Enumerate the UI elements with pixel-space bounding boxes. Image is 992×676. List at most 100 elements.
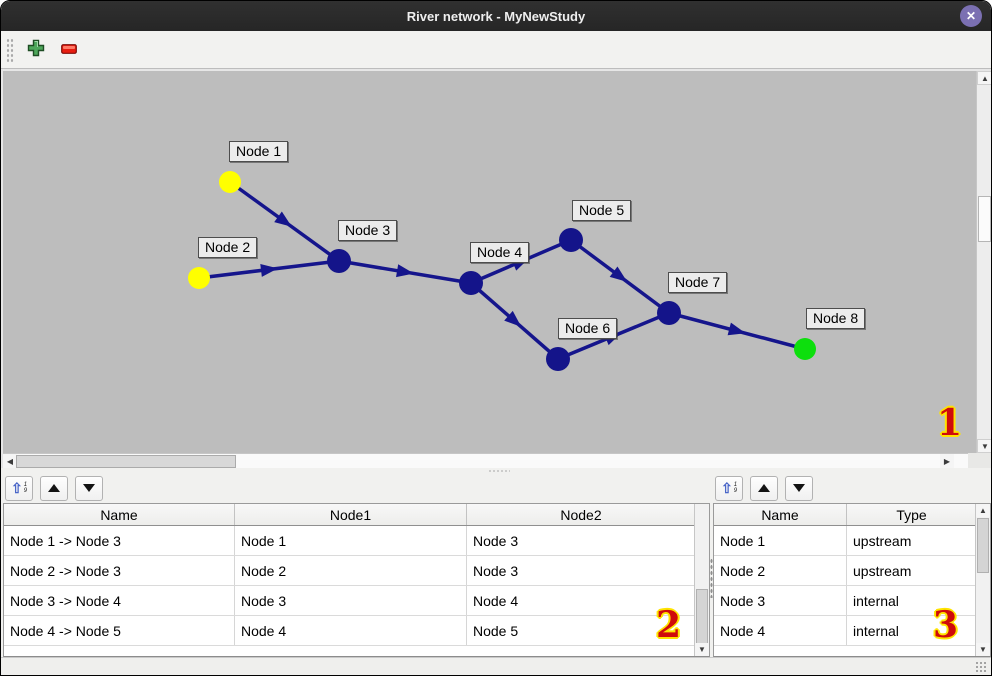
node-name-cell[interactable]: Node 2 [714,556,847,585]
flow-direction-arrow-icon [396,264,414,278]
graph-node-node-2[interactable] [188,267,210,289]
vertical-splitter[interactable] [710,473,713,657]
remove-branch-button[interactable] [56,37,82,63]
flow-direction-arrow-icon [260,264,278,277]
branches-table-scrollbar[interactable]: ▼ [694,504,709,656]
node-type-cell[interactable]: upstream [847,556,977,585]
add-branch-button[interactable] [23,37,49,63]
move-up-button[interactable] [40,475,68,501]
minus-icon [61,42,77,57]
node-label-node-5[interactable]: Node 5 [572,200,632,221]
header-node2[interactable]: Node2 [467,504,696,525]
scroll-up-icon[interactable]: ▲ [977,71,991,85]
node-label-node-8[interactable]: Node 8 [806,308,866,329]
scroll-right-icon[interactable]: ▶ [940,454,954,469]
move-down-button[interactable] [75,475,103,501]
table-row[interactable]: Node 1 upstream [714,526,990,556]
branch-node1-cell[interactable]: Node 1 [235,526,467,555]
node-label-node-3[interactable]: Node 3 [338,220,398,241]
graph-node-node-6[interactable] [546,347,570,371]
close-button[interactable]: ✕ [960,5,982,27]
canvas-hscroll-thumb[interactable] [16,455,236,468]
plus-icon [27,39,45,60]
header-name[interactable]: Name [4,504,235,525]
scroll-down-icon[interactable]: ▼ [976,643,990,656]
header-type[interactable]: Type [847,504,977,525]
branches-scroll-thumb[interactable] [696,589,708,644]
branch-node2-cell[interactable]: Node 4 [467,586,696,615]
nodes-table-scrollbar[interactable]: ▲ ▼ [975,504,990,656]
main-toolbar [1,31,991,69]
graph-node-node-1[interactable] [219,171,241,193]
river-network-canvas[interactable]: Node 1 Node 2 Node 3 Node 4 Node 5 Node 6 Node… [3,71,976,453]
canvas-horizontal-scrollbar[interactable]: ◀ ▶ [3,453,968,469]
table-row[interactable]: Node 3 internal [714,586,990,616]
graph-node-node-8[interactable] [794,338,816,360]
canvas-area: Node 1 Node 2 Node 3 Node 4 Node 5 Node 6 Node… [1,69,991,469]
nodes-table-header: Name Type [714,504,990,526]
branch-name-cell[interactable]: Node 2 -> Node 3 [4,556,235,585]
node-label-node-2[interactable]: Node 2 [198,237,258,258]
table-row[interactable]: Node 2 -> Node 3 Node 2 Node 3 [4,556,709,586]
flow-direction-arrow-icon [727,322,746,336]
toolbar-drag-handle[interactable] [6,37,14,62]
up-arrow-icon [758,484,770,492]
scroll-left-icon[interactable]: ◀ [3,454,17,469]
header-name[interactable]: Name [714,504,847,525]
table-row[interactable]: Node 4 -> Node 5 Node 4 Node 5 [4,616,709,646]
graph-node-node-4[interactable] [459,271,483,295]
horizontal-splitter[interactable] [1,468,991,474]
close-icon: ✕ [965,9,977,23]
table-row[interactable]: Node 2 upstream [714,556,990,586]
node-name-cell[interactable]: Node 1 [714,526,847,555]
node-type-cell[interactable]: internal [847,586,977,615]
branch-node1-cell[interactable]: Node 3 [235,586,467,615]
up-arrow-icon [48,484,60,492]
titlebar: River network - MyNewStudy ✕ [1,1,991,31]
branch-node2-cell[interactable]: Node 3 [467,526,696,555]
resize-grip-icon[interactable] [975,661,987,673]
down-arrow-icon [793,484,805,492]
graph-node-node-3[interactable] [327,249,351,273]
branch-node2-cell[interactable]: Node 3 [467,556,696,585]
node-name-cell[interactable]: Node 3 [714,586,847,615]
branch-node1-cell[interactable]: Node 2 [235,556,467,585]
move-down-button[interactable] [785,475,813,501]
flow-direction-arrow-icon [274,211,292,227]
nodes-scroll-thumb[interactable] [977,518,989,573]
table-row[interactable]: Node 3 -> Node 4 Node 3 Node 4 [4,586,709,616]
branches-table-header: Name Node1 Node2 [4,504,709,526]
branch-node1-cell[interactable]: Node 4 [235,616,467,645]
table-row[interactable]: Node 4 internal [714,616,990,646]
scroll-up-icon[interactable]: ▲ [976,504,990,517]
table-row[interactable]: Node 1 -> Node 3 Node 1 Node 3 [4,526,709,556]
graph-node-node-7[interactable] [657,301,681,325]
canvas-vertical-scrollbar[interactable]: ▲ ▼ [976,71,991,453]
window-title: River network - MyNewStudy [406,8,586,24]
branch-name-cell[interactable]: Node 3 -> Node 4 [4,586,235,615]
splitter-grip-icon [488,470,510,472]
graph-node-node-5[interactable] [559,228,583,252]
branch-name-cell[interactable]: Node 1 -> Node 3 [4,526,235,555]
move-up-button[interactable] [750,475,778,501]
node-type-cell[interactable]: upstream [847,526,977,555]
branch-node2-cell[interactable]: Node 5 [467,616,696,645]
scroll-down-icon[interactable]: ▼ [695,643,709,656]
header-node1[interactable]: Node1 [235,504,467,525]
node-label-node-6[interactable]: Node 6 [558,318,618,339]
node-name-cell[interactable]: Node 4 [714,616,847,645]
node-label-node-7[interactable]: Node 7 [668,272,728,293]
node-type-cell[interactable]: internal [847,616,977,645]
canvas-vscroll-thumb[interactable] [978,196,991,242]
node-label-node-1[interactable]: Node 1 [229,141,289,162]
branch-name-cell[interactable]: Node 4 -> Node 5 [4,616,235,645]
scroll-down-icon[interactable]: ▼ [977,439,991,453]
node-label-node-4[interactable]: Node 4 [470,242,530,263]
